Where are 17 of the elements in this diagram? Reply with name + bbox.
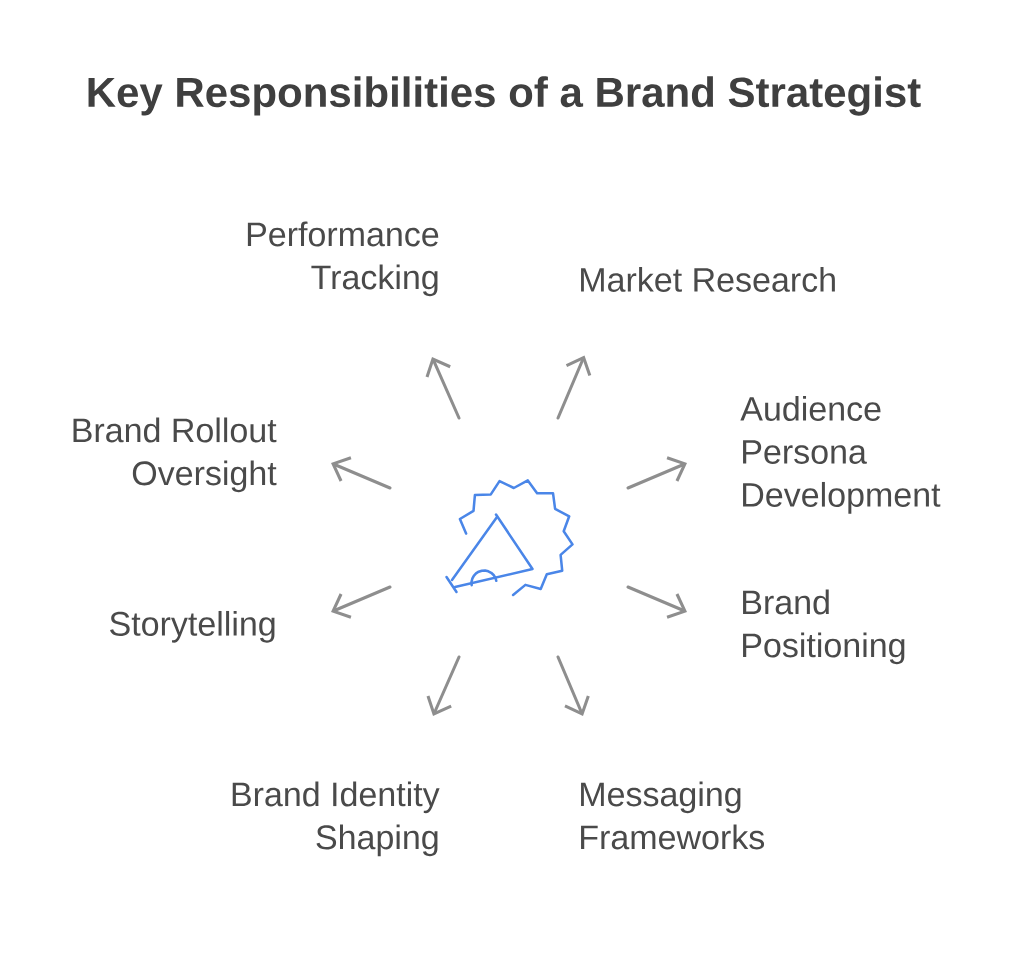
arrow — [556, 655, 590, 716]
arrow — [426, 655, 461, 716]
label: Market Research — [581, 266, 835, 292]
megaphone-icon — [445, 479, 574, 597]
label: Brand Rollout Oversight — [73, 417, 277, 493]
arrow — [331, 585, 392, 619]
label: Audience Persona Development — [740, 395, 941, 514]
arrow — [331, 456, 392, 490]
label: Brand Positioning — [743, 589, 905, 665]
arrow — [626, 585, 687, 619]
arrow — [425, 357, 461, 420]
label: Performance Tracking — [247, 221, 439, 297]
label: Messaging Frameworks — [581, 781, 765, 850]
label: Brand Identity Shaping — [232, 781, 440, 857]
label: Storytelling — [110, 610, 275, 643]
arrow — [626, 456, 687, 490]
title: Key Responsibilities of a Brand Strategist — [88, 76, 921, 116]
